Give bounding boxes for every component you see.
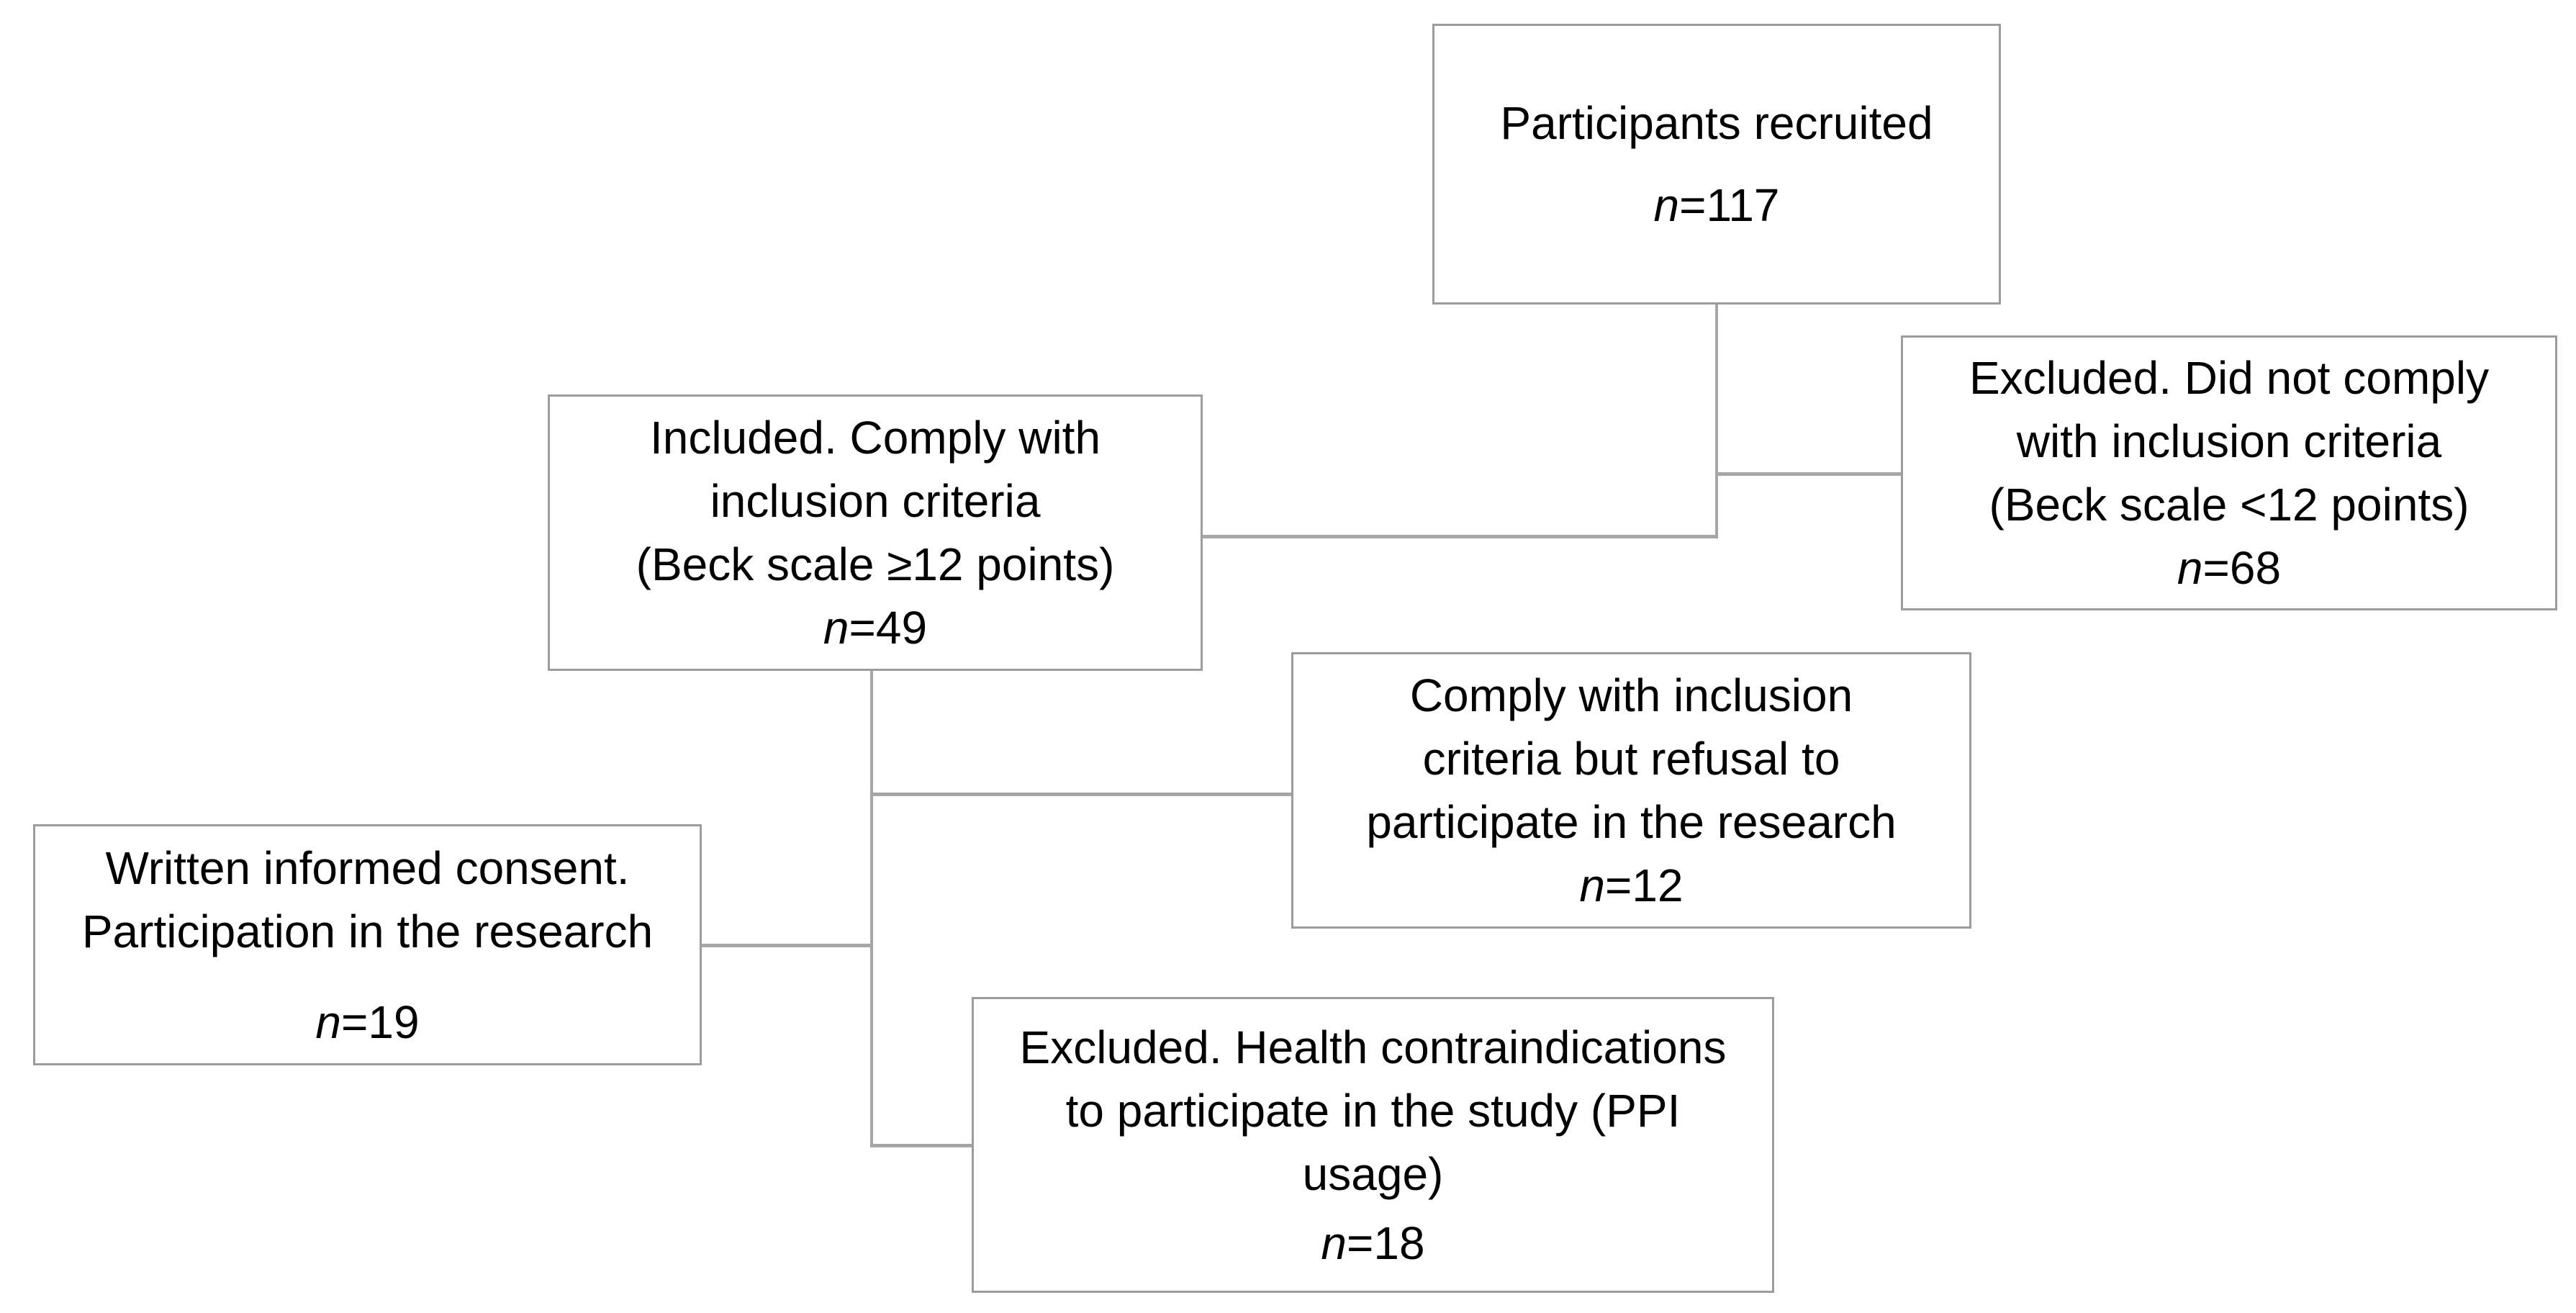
n-value: =68 [2202, 542, 2282, 594]
connector-to-consent [702, 944, 873, 947]
n-count: n=68 [2177, 536, 2281, 600]
n-value: =18 [1347, 1217, 1425, 1269]
n-count: n=117 [1654, 173, 1780, 237]
box-text-line: (Beck scale <12 points) [1989, 479, 2469, 531]
box-text-line: Excluded. Did not comply [1969, 352, 2490, 404]
n-count: n=18 [1321, 1212, 1424, 1275]
box-excluded-inclusion-criteria: Excluded. Did not comply with inclusion … [1901, 335, 2557, 610]
box-text-line: usage) [1302, 1147, 1444, 1200]
n-symbol: n [315, 996, 342, 1048]
n-count: n=12 [1579, 854, 1683, 917]
connector-to-excluded-criteria [1715, 472, 1901, 476]
box-text-line: inclusion criteria [710, 475, 1041, 527]
connector-to-contraindications [870, 1144, 972, 1147]
box-text-line: Participation in the research [81, 905, 654, 957]
connector-to-included [1203, 535, 1718, 538]
box-participants-recruited: Participants recruited n=117 [1432, 24, 2001, 304]
box-text-line: (Beck scale ≥12 points) [636, 538, 1115, 590]
box-text-line: Written informed consent. [105, 842, 630, 894]
box-health-contraindications: Excluded. Health contraindications to pa… [972, 997, 1774, 1293]
box-text-line: participate in the research [1366, 796, 1897, 848]
connector-to-refusal [873, 793, 1291, 796]
box-text-line: criteria but refusal to [1422, 733, 1840, 785]
box-text-line: to participate in the study (PPI [1065, 1084, 1681, 1137]
n-count: n=19 [315, 991, 419, 1054]
n-value: =19 [341, 996, 420, 1048]
n-count: n=49 [823, 596, 927, 659]
box-text-line: Excluded. Health contraindications [1019, 1021, 1727, 1073]
box-text-line: Included. Comply with [649, 412, 1101, 464]
box-text-line: with inclusion criteria [2016, 415, 2442, 467]
box-text-line: Comply with inclusion [1409, 669, 1853, 721]
n-symbol: n [1321, 1217, 1347, 1269]
connector-recruited-down [1715, 304, 1718, 538]
n-symbol: n [2177, 542, 2203, 594]
box-written-informed-consent: Written informed consent. Participation … [33, 824, 702, 1065]
n-value: =49 [849, 602, 928, 654]
box-refusal-to-participate: Comply with inclusion criteria but refus… [1291, 652, 1971, 929]
box-included-comply-criteria: Included. Comply with inclusion criteria… [548, 394, 1203, 671]
n-symbol: n [823, 602, 849, 654]
connector-included-down [870, 671, 873, 1147]
box-text-line: Participants recruited [1500, 97, 1933, 149]
n-symbol: n [1653, 179, 1680, 231]
n-symbol: n [1579, 859, 1606, 911]
n-value: =12 [1605, 859, 1684, 911]
n-value: =117 [1679, 179, 1780, 231]
